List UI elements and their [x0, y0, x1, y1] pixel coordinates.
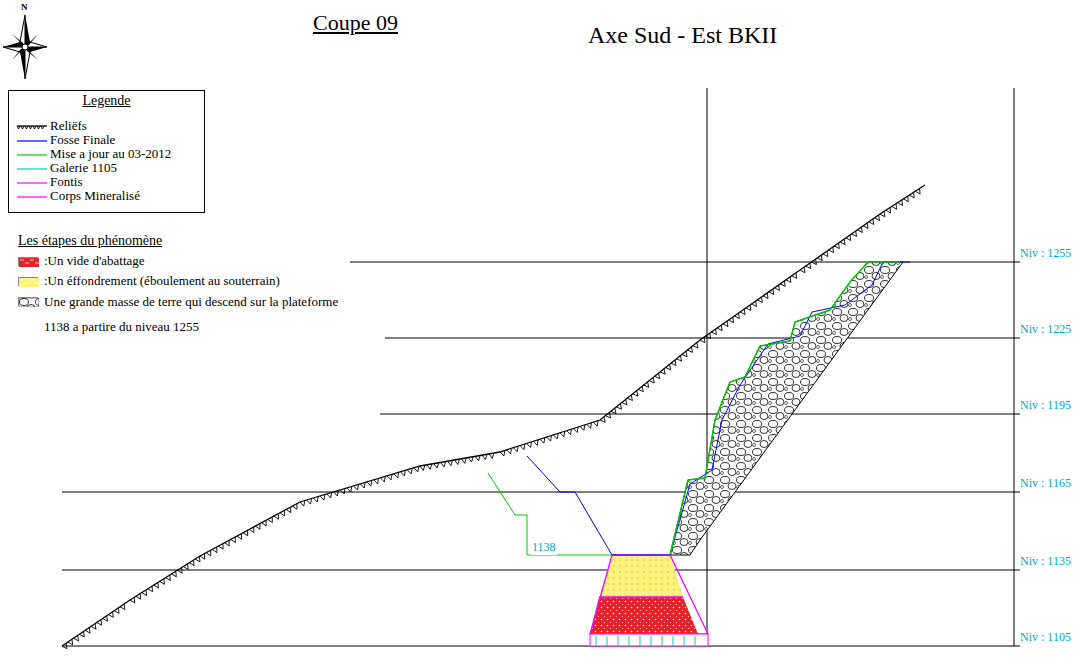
north-arrow — [3, 15, 47, 79]
update-2012 — [670, 262, 900, 555]
platform-label: 1138 — [531, 541, 557, 555]
level-label: Niv : 1135 — [1020, 555, 1071, 569]
legend-text: Reliëfs — [50, 119, 87, 134]
legend-line-sample — [15, 148, 49, 162]
legend-text: Mise a jour au 03-2012 — [50, 147, 171, 162]
ore-body — [590, 555, 708, 634]
legend-text: Fosse Finale — [50, 133, 115, 148]
legend-line-sample — [15, 120, 49, 134]
level-label: Niv : 1195 — [1020, 399, 1071, 413]
legend-swatch — [18, 277, 38, 286]
legend-text: Fontis — [50, 175, 83, 190]
section-heading: Les étapes du phénomène — [18, 233, 162, 249]
level-label: Niv : 1255 — [1020, 247, 1071, 261]
legend-pattern-sample — [18, 297, 38, 306]
rock-mass — [670, 262, 903, 555]
title: Coupe 09 — [313, 10, 398, 35]
final-pit — [527, 456, 670, 555]
level-lines — [62, 88, 1020, 646]
legend-line-sample — [15, 176, 49, 190]
legend-line-sample — [15, 190, 49, 204]
level-label: Niv : 1165 — [1020, 477, 1071, 491]
subtitle: Axe Sud - Est BKII — [588, 22, 777, 50]
legend-text: Corps Mineralisé — [50, 189, 140, 204]
legend-text: :Un éffondrement (éboulement au souterra… — [44, 274, 280, 289]
legend-line-sample — [15, 162, 49, 176]
level-label: Niv : 1225 — [1020, 323, 1071, 337]
stope-void — [590, 597, 698, 634]
legend-line-sample — [15, 134, 49, 148]
collapse-zone — [599, 555, 683, 597]
north-letter: N — [21, 2, 28, 12]
legend-swatch — [18, 257, 38, 266]
legend-text: :Un vide d'abattage — [44, 254, 145, 269]
legend-text: Une grande masse de terre qui descend su… — [44, 290, 344, 339]
level-label: Niv : 1105 — [1020, 631, 1071, 645]
legend-heading: Legende — [9, 91, 204, 116]
legend-box: LegendeReliëfsFosse FinaleMise a jour au… — [8, 90, 205, 213]
legend-text: Galerie 1105 — [50, 161, 117, 176]
final-pit — [670, 262, 910, 555]
gallery-1105 — [590, 634, 708, 646]
update-2012 — [488, 473, 612, 555]
terrain-relief — [62, 185, 925, 649]
